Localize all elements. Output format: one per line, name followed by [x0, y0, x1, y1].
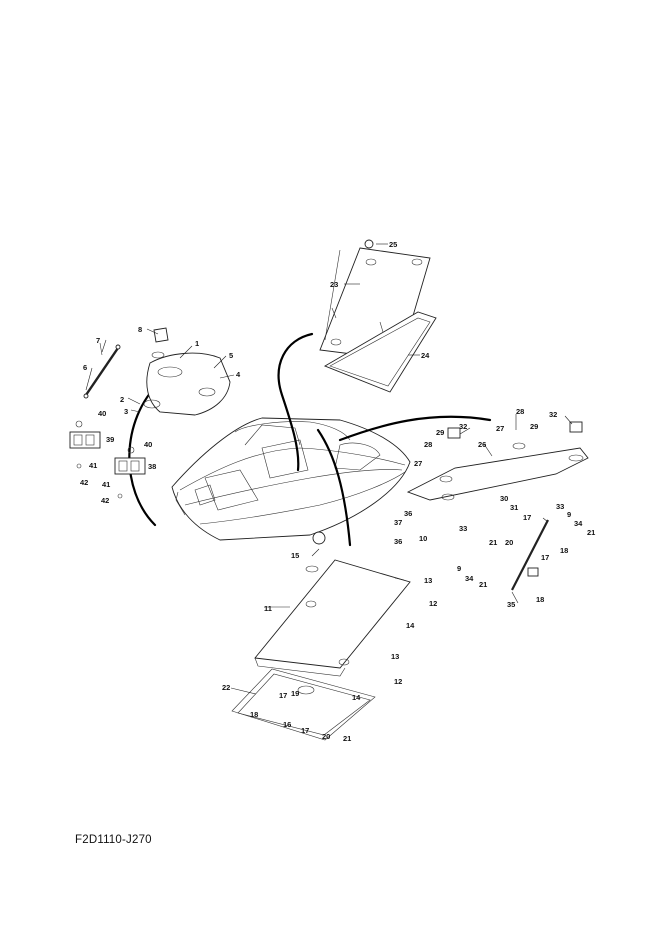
callout-14b: 14: [352, 693, 361, 702]
callout-42a: 42: [80, 478, 88, 487]
callout-15: 15: [291, 551, 299, 560]
callout-34a: 34: [465, 574, 474, 583]
diagram-code: F2D1110-J270: [75, 834, 152, 846]
callout-10: 10: [419, 534, 427, 543]
callout-37: 37: [394, 518, 402, 527]
callout-12b: 12: [394, 677, 402, 686]
callout-36b: 36: [394, 537, 402, 546]
callout-40a: 40: [98, 409, 106, 418]
callout-40b: 40: [144, 440, 152, 449]
callout-4: 4: [236, 370, 241, 379]
boat-hull: [171, 417, 411, 541]
callout-41b: 41: [102, 480, 110, 489]
support-rod: [83, 342, 121, 399]
callout-20a: 20: [505, 538, 513, 547]
callout-31: 31: [510, 503, 518, 512]
callout-38: 38: [148, 462, 156, 471]
callout-29b: 29: [436, 428, 444, 437]
callout-22: 22: [222, 683, 230, 692]
callout-18a: 18: [560, 546, 568, 555]
hatch-cover: [143, 327, 231, 416]
callout-42b: 42: [101, 496, 109, 505]
callout-25: 25: [389, 240, 397, 249]
callout-14a: 14: [406, 621, 415, 630]
callout-13b: 13: [391, 652, 399, 661]
callout-41a: 41: [89, 461, 97, 470]
callout-17b: 17: [541, 553, 549, 562]
callout-28a: 28: [516, 407, 524, 416]
leader-lines: [85, 243, 573, 695]
callout-7: 7: [96, 336, 100, 345]
callout-27b: 27: [414, 459, 422, 468]
callout-9a: 9: [457, 564, 461, 573]
callout-17c: 17: [279, 691, 287, 700]
callout-34b: 34: [574, 519, 583, 528]
callout-20b: 20: [322, 732, 330, 741]
clamps: [69, 420, 146, 499]
callout-21d: 21: [343, 734, 351, 743]
callout-28b: 28: [424, 440, 432, 449]
gas-spring: [511, 519, 549, 591]
callout-5: 5: [229, 351, 233, 360]
callout-2: 2: [120, 395, 124, 404]
routing-lines: [128, 332, 492, 547]
callout-3: 3: [124, 407, 128, 416]
callout-32b: 32: [459, 422, 467, 431]
callout-30: 30: [500, 494, 508, 503]
callout-24: 24: [421, 351, 430, 360]
top-hatch: [319, 239, 437, 393]
callout-17a: 17: [523, 513, 531, 522]
callout-23: 23: [330, 280, 338, 289]
callout-18b: 18: [536, 595, 544, 604]
callout-27a: 27: [496, 424, 504, 433]
long-seat-panel: [406, 421, 589, 501]
callout-35: 35: [507, 600, 515, 609]
callout-32a: 32: [549, 410, 557, 419]
callout-8: 8: [138, 325, 142, 334]
callout-21a: 21: [489, 538, 497, 547]
callout-labels: 1 2 3 4 5 6 7 8 9 9 10 11 12 12 13 13 14…: [80, 240, 595, 743]
callout-16: 16: [283, 720, 291, 729]
callout-9b: 9: [567, 510, 571, 519]
callout-21c: 21: [587, 528, 595, 537]
callout-29a: 29: [530, 422, 538, 431]
callout-19: 19: [291, 689, 299, 698]
callout-33a: 33: [459, 524, 467, 533]
callout-12a: 12: [429, 599, 437, 608]
callout-6: 6: [83, 363, 87, 372]
callout-18c: 18: [250, 710, 258, 719]
callout-39: 39: [106, 435, 114, 444]
callout-21b: 21: [479, 580, 487, 589]
callout-13a: 13: [424, 576, 432, 585]
callout-33b: 33: [556, 502, 564, 511]
callout-17d: 17: [301, 726, 309, 735]
callout-36a: 36: [404, 509, 412, 518]
lower-seat-panel: [231, 531, 411, 741]
callout-1: 1: [195, 339, 199, 348]
callout-11: 11: [264, 604, 272, 613]
callout-26: 26: [478, 440, 486, 449]
